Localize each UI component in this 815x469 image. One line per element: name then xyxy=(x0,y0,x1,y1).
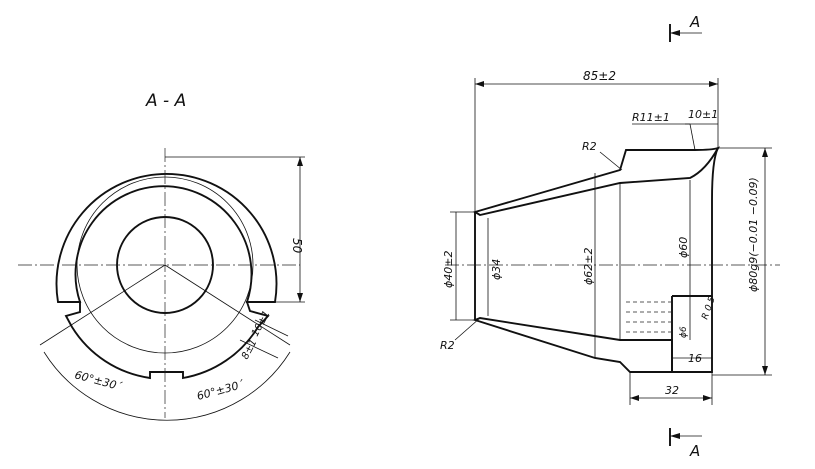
dim-dia-left: ϕ40±2 xyxy=(442,251,455,288)
angle-arc xyxy=(43,351,291,421)
section-marker-bottom: A xyxy=(689,442,700,460)
dim-length: 85±2 xyxy=(583,69,616,83)
dim-fillet-top: R2 xyxy=(582,140,597,153)
dim-50-arrow-bottom xyxy=(297,293,303,302)
dim-slot-width: 10±1 xyxy=(250,309,273,338)
dim-height-50: 50 xyxy=(290,238,304,254)
slot-dim-line-2 xyxy=(239,339,279,359)
dim-angle-right: 60°±30´ xyxy=(195,378,245,403)
slot-dim-line-1 xyxy=(254,319,289,337)
angle-ray-right xyxy=(164,264,291,346)
section-marker-top: A xyxy=(689,13,700,31)
dim-50-arrow-top xyxy=(297,157,303,166)
lower-wall-hatch xyxy=(472,317,673,373)
side-view: A A 85±2 R11±1 10±1 R2 xyxy=(440,13,780,460)
section-view-a-a: A - A 50 60°±30´ 60°±30´ 10±1 8±1 xyxy=(18,91,305,421)
dim-32-arrow-left xyxy=(630,395,639,401)
dim-dia-outer: ϕ80g9(−0.01 −0.09) xyxy=(747,177,760,292)
dim-r11-leader-2 xyxy=(689,123,696,151)
section-lower-contour xyxy=(58,301,275,380)
dim-angle-left: 60°±30´ xyxy=(73,368,123,393)
dim-fillet-bottom: R2 xyxy=(440,339,455,352)
dim-r2-bottom-leader xyxy=(454,317,481,341)
upper-wall-hatch xyxy=(472,146,720,217)
dim-flange-radius: R11±1 xyxy=(632,111,670,124)
section-title: A - A xyxy=(145,91,186,111)
flange-bottom xyxy=(671,296,713,373)
dim-width-16: 16 xyxy=(688,352,702,365)
dim-r2-top-leader xyxy=(599,151,623,171)
dim-width-32: 32 xyxy=(665,384,679,397)
dim-dia-mid: ϕ62±2 xyxy=(582,248,595,285)
section-marker-bottom-head xyxy=(670,433,680,439)
section-marker-top-head xyxy=(670,30,680,36)
dim-dia-small: ϕ6 xyxy=(679,326,689,338)
dim-radius-small: R 0.5 xyxy=(700,295,718,321)
dim-85-arrow-right xyxy=(709,81,718,87)
dim-flange-length: 10±1 xyxy=(688,108,718,121)
dim-32-arrow-right xyxy=(703,395,712,401)
dim-dia-inner: ϕ60 xyxy=(677,237,690,258)
dim-80-arrow-top xyxy=(762,148,768,157)
section-hatched-ring xyxy=(55,172,278,303)
angle-ray-left xyxy=(39,264,166,346)
dim-85-arrow-left xyxy=(475,81,484,87)
dim-80-arrow-bottom xyxy=(762,366,768,375)
dim-dia-bore: ϕ34 xyxy=(490,259,503,280)
outer-contour-right xyxy=(672,147,719,297)
